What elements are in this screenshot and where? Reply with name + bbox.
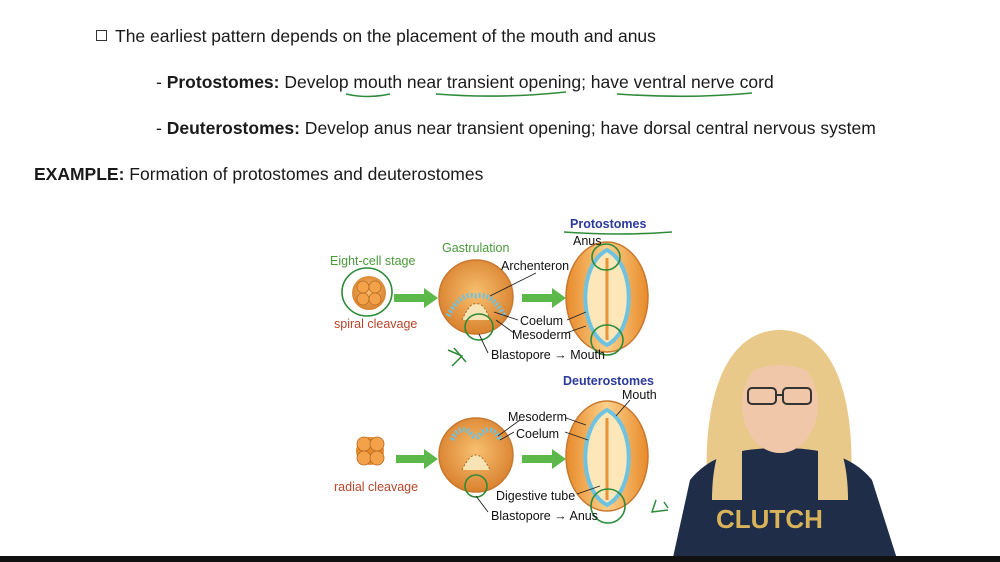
digestive-tube-label: Digestive tube bbox=[496, 489, 576, 503]
protostomes-term: Protostomes: bbox=[166, 72, 280, 92]
coelum-label-1: Coelum bbox=[520, 314, 564, 328]
ink-mark bbox=[650, 499, 669, 513]
leader-lines bbox=[475, 272, 631, 513]
protostomes-title: Protostomes bbox=[570, 217, 647, 231]
protostomes-desc: Develop mouth near transient opening; ha… bbox=[279, 72, 774, 92]
example-label: EXAMPLE: bbox=[34, 164, 125, 184]
mesoderm-label-1: Mesoderm bbox=[512, 328, 572, 342]
ink-underlines bbox=[345, 91, 753, 235]
blastopore-anus-label: Blastopore → Anus bbox=[491, 509, 599, 523]
deuterostome-body bbox=[565, 400, 649, 524]
deuterostomes-title: Deuterostomes bbox=[563, 374, 654, 388]
bullet-main: The earliest pattern depends on the plac… bbox=[96, 26, 656, 47]
process-arrows bbox=[394, 288, 566, 469]
protostomes-line: - Protostomes: Develop mouth near transi… bbox=[156, 72, 774, 92]
gastrula-bottom bbox=[438, 417, 514, 498]
eight-cell-radial bbox=[356, 436, 385, 466]
mouth-top-label: Mouth bbox=[622, 388, 657, 402]
bottom-rule bbox=[0, 556, 1000, 562]
gastrulation-label: Gastrulation bbox=[442, 241, 510, 255]
eight-cell-spiral bbox=[341, 267, 393, 317]
checkbox-icon bbox=[96, 30, 107, 41]
blastopore-mouth-label: Blastopore → Mouth bbox=[491, 348, 605, 362]
protostome-body bbox=[565, 241, 649, 356]
deuterostomes-line: - Deuterostomes: Develop anus near trans… bbox=[156, 118, 876, 138]
presenter-figure bbox=[672, 330, 898, 562]
radial-cleavage-label: radial cleavage bbox=[334, 480, 419, 494]
mesoderm-label-2: Mesoderm bbox=[508, 410, 568, 424]
deuterostomes-term: Deuterostomes: bbox=[166, 118, 300, 138]
eight-cell-label: Eight-cell stage bbox=[330, 254, 416, 268]
spiral-cleavage-label: spiral cleavage bbox=[334, 317, 418, 331]
shirt-logo: CLUTCH bbox=[716, 504, 823, 534]
coelum-label-2: Coelum bbox=[516, 427, 560, 441]
gastrula-top bbox=[438, 259, 514, 367]
anus-top-label: Anus bbox=[573, 234, 602, 248]
example-text: Formation of protostomes and deuterostom… bbox=[124, 164, 484, 184]
archenteron-label: Archenteron bbox=[501, 259, 570, 273]
example-line: EXAMPLE: Formation of protostomes and de… bbox=[34, 164, 483, 185]
deuterostomes-desc: Develop anus near transient opening; hav… bbox=[299, 118, 876, 138]
